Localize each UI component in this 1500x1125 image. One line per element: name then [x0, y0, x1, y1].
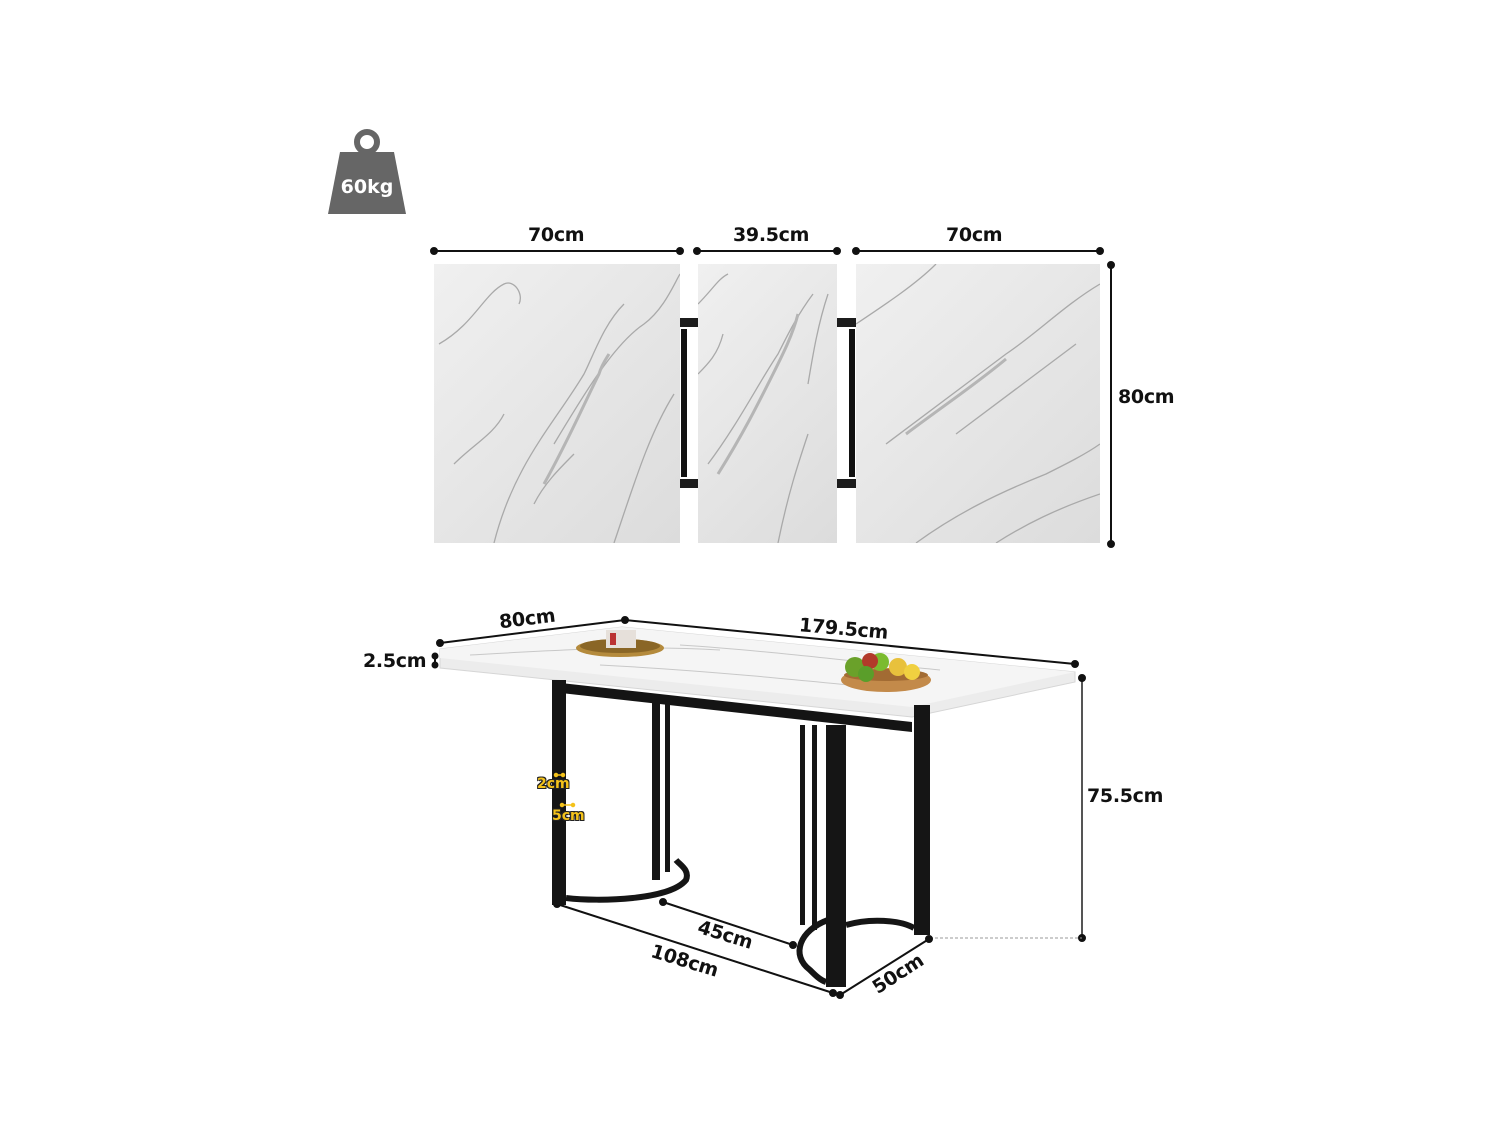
leg-width-label: 5cm — [552, 808, 585, 824]
left-leaf-width-label: 70cm — [528, 224, 585, 246]
tabletop-thickness-label: 2.5cm — [363, 650, 427, 672]
base-span-label: 108cm — [648, 940, 721, 982]
extension-rail-left — [679, 263, 699, 543]
left-leaf-panel — [434, 264, 680, 543]
weight-value: 60kg — [340, 176, 394, 198]
top-depth-label: 80cm — [1118, 386, 1175, 408]
perspective-depth-label: 80cm — [497, 604, 557, 634]
leg-thickness-label: 2cm — [537, 776, 570, 792]
right-leaf-width-label: 70cm — [946, 224, 1003, 246]
base-depth-label: 50cm — [868, 949, 928, 999]
base-gap-label: 45cm — [695, 916, 756, 954]
table-height-label: 75.5cm — [1087, 785, 1164, 807]
perspective-length-label: 179.5cm — [798, 614, 889, 644]
weight-icon — [328, 129, 406, 214]
weight-badge: 60kg — [328, 128, 406, 214]
center-extension-width-label: 39.5cm — [733, 224, 810, 246]
extension-rail-right — [837, 263, 857, 543]
right-leaf-panel — [856, 264, 1100, 543]
center-extension-panel — [698, 264, 837, 543]
